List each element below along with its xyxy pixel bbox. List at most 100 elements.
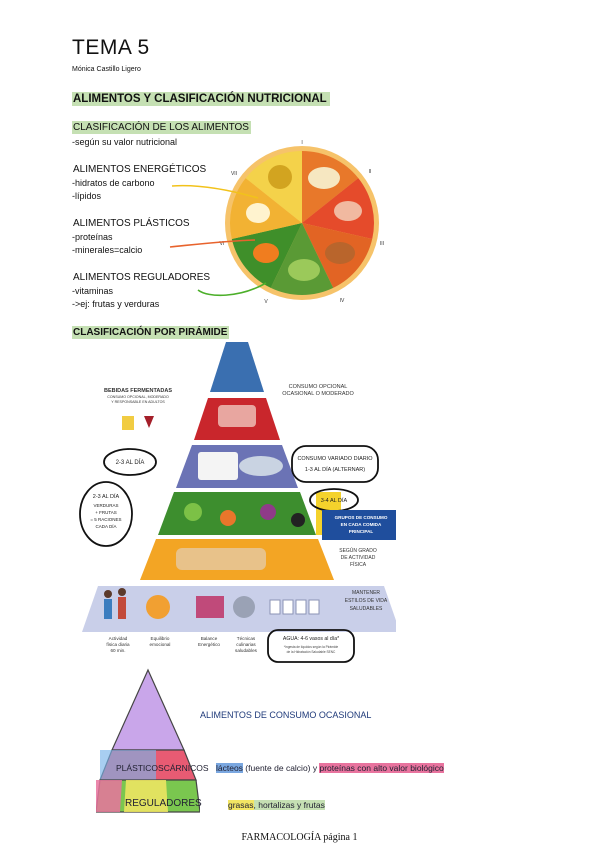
label-consumo-opcional: CONSUMO OPCIONAL (289, 384, 348, 390)
label-segun-3: FÍSICA (350, 561, 367, 568)
food-meats (218, 405, 256, 427)
circle-verduras-3: + FRUTAS (95, 510, 117, 515)
bottom-label-4b: culinarias (236, 642, 256, 647)
bottom-label-4c: saludables (235, 648, 258, 653)
label-bebidas-3: Y RESPONSABLE EN ADULTOS (111, 400, 165, 404)
plastic-line-2: -minerales=calcio (72, 245, 143, 255)
text-grasas: grasas (228, 800, 254, 810)
bottom-label-1c: 60 min. (110, 648, 125, 653)
food-potatoes (325, 242, 355, 264)
plastic-heading: ALIMENTOS PLÁSTICOS (73, 218, 190, 229)
hand-pyramid-bottom-pink (96, 780, 122, 812)
label-bebidas: BEBIDAS FERMENTADAS (104, 388, 172, 394)
label-segun-2: DE ACTIVIDAD (341, 555, 376, 561)
text-grasas-line: grasas, hortalizas y frutas (228, 800, 325, 810)
circle-variado (291, 445, 379, 483)
bottom-label-1b: física diaria (106, 642, 130, 647)
text-hortalizas: , hortalizas y frutas (253, 800, 325, 810)
page-footer: FARMACOLOGÍA página 1 (241, 832, 358, 843)
text-lacteos: lácteos (216, 763, 243, 773)
bottom-label-3a: Balance (201, 636, 218, 641)
text-lacteos-line: lácteos (fuente de calcio) y proteínas c… (216, 763, 444, 773)
circle-verduras-2: VERDURAS (93, 503, 118, 508)
beer-icon (122, 416, 134, 430)
energy-balance-icon (196, 596, 224, 618)
label-ocasional: OCASIONAL O MODERADO (282, 391, 354, 397)
agua-text: AGUA: 4-6 vasos al día* (283, 636, 339, 642)
box-grupos-1: GRUPOS DE CONSUMO (335, 515, 388, 520)
hand-pyramid (96, 668, 200, 813)
bottom-label-2b: emocional (150, 642, 171, 647)
circle-34-text: 3-4 AL DÍA (321, 497, 348, 504)
circle-23-text: 2-3 AL DÍA (116, 459, 145, 466)
section-heading-nutrition: ALIMENTOS Y CLASIFICACIÓN NUTRICIONAL (72, 92, 330, 106)
bottom-label-2a: Equilibrio (151, 636, 170, 641)
wheel-numeral-vii: VII (231, 171, 237, 177)
food-greens (184, 503, 202, 521)
circle-verduras-5: CADA DÍA (95, 523, 116, 529)
activity-people-icon (104, 588, 126, 619)
food-carrots (220, 510, 236, 526)
box-grupos-3: PRINCIPAL (349, 529, 374, 534)
wheel-numeral-iv: IV (340, 298, 345, 304)
food-oil (268, 165, 292, 189)
hand-pyramid-middle-blue (100, 750, 156, 780)
wheel-numeral-vi: VI (220, 241, 225, 247)
circle-verduras (79, 481, 133, 547)
hand-pyramid-bottom-yellow (124, 780, 168, 812)
food-bread (308, 167, 340, 189)
text-fuente: (fuente de calcio) y (242, 763, 320, 773)
regulators-line-2: ->ej: frutas y verduras (72, 299, 160, 309)
classification-heading: CLASIFICACIÓN DE LOS ALIMENTOS (72, 121, 251, 134)
circle-variado-2: 1-3 AL DÍA (ALTERNAR) (305, 466, 365, 473)
wheel-numeral-iii: III (380, 241, 384, 247)
bottom-label-3b: Energético (198, 642, 220, 647)
food-fish (239, 456, 283, 476)
agua-note-2: de la Hidratación Saludable SENC (287, 650, 336, 654)
label-reguladores: REGULADORES (125, 798, 202, 809)
food-fruits (253, 243, 279, 263)
label-consumo-ocasional: ALIMENTOS DE CONSUMO OCASIONAL (200, 710, 372, 720)
energetic-line-2: -lípidos (72, 191, 102, 201)
water-glasses-icon (269, 599, 320, 615)
circle-variado-1: CONSUMO VARIADO DIARIO (297, 456, 373, 462)
label-mantener-3: SALUDABLES (350, 606, 383, 612)
tier-top (210, 342, 264, 392)
label-segun-1: SEGÚN GRADO (339, 547, 377, 554)
document-title: TEMA 5 (72, 36, 150, 59)
label-bebidas-2: CONSUMO OPCIONAL, MODERADO (107, 395, 169, 399)
regulators-arrow (197, 282, 267, 297)
food-vegetables (288, 259, 320, 281)
circle-verduras-4: = 5 RACIONES (90, 517, 121, 522)
wheel-sector-iv (270, 223, 334, 296)
wine-icon (144, 416, 154, 428)
energetic-line-1: -hidratos de carbono (72, 178, 155, 188)
food-pyramid-illustration: BEBIDAS FERMENTADAS CONSUMO OPCIONAL, MO… (79, 342, 396, 663)
text-proteinas: proteínas con alto valor biológico (319, 763, 444, 773)
bottom-label-4a: Técnicas (237, 636, 256, 641)
label-mantener-2: ESTILOS DE VIDA (345, 598, 388, 604)
box-grupos (322, 510, 396, 540)
hand-pyramid-top (111, 668, 185, 751)
regulators-line-1: -vitaminas (72, 286, 114, 296)
food-blackberries (291, 513, 305, 527)
tier-vegetables (158, 492, 316, 535)
author-name: Mónica Castillo Ligero (72, 66, 141, 73)
emotional-balance-icon (146, 595, 170, 619)
regulators-heading: ALIMENTOS REGULADORES (73, 272, 211, 283)
food-bread (176, 548, 266, 570)
wheel-numeral-i: I (301, 140, 302, 146)
food-dairy (198, 452, 238, 480)
pyramid-section-heading: CLASIFICACIÓN POR PIRÁMIDE (72, 326, 230, 339)
label-mantener-1: MANTENER (352, 590, 380, 596)
wheel-numeral-ii: II (369, 169, 372, 175)
box-grupos-2: EN CADA COMIDA (341, 522, 382, 527)
energetic-arrow (171, 184, 259, 199)
energetic-heading: ALIMENTOS ENERGÉTICOS (73, 164, 207, 175)
circle-23 (103, 448, 157, 476)
bottom-label-1a: Actividad (109, 636, 128, 641)
plastic-line-1: -proteínas (72, 232, 113, 242)
agua-note-1: *Ingesta de líquidos según la Pirámide (284, 645, 339, 649)
food-grapes (260, 504, 276, 520)
cooking-pot-icon (233, 596, 255, 618)
